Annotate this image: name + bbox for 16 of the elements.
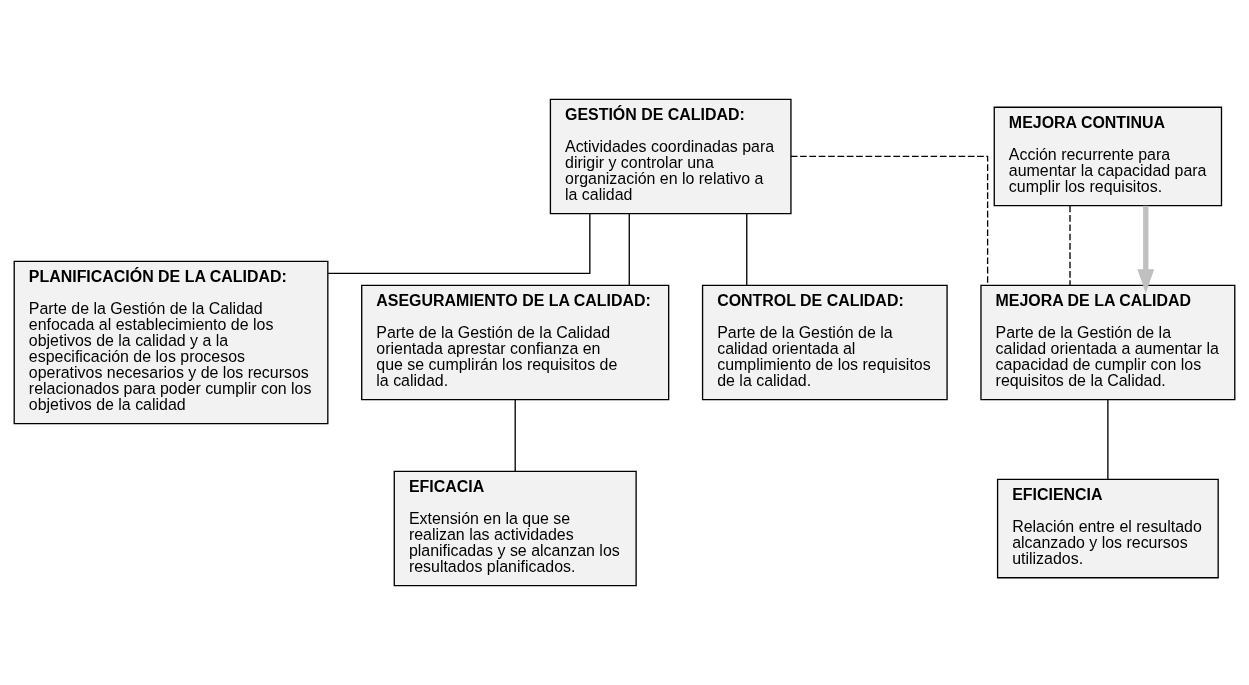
node-box: EFICACIA Extensión en la que se realizan las actividades planificadas y se alcanzan los resultados planificados. (393, 470, 637, 587)
connector (628, 213, 630, 286)
arrow (1137, 205, 1155, 294)
connector (514, 399, 516, 472)
connector (1069, 205, 1071, 286)
node-box: GESTIÓN DE CALIDAD: Actividades coordinadas para dirigir y controlar una organización en lo relativo a la calidad (549, 98, 792, 215)
node-box: CONTROL DE CALIDAD: Parte de la Gestión de la calidad orientada al cumplimiento de los requisitos de la calidad. (701, 284, 948, 401)
node-box: ASEGURAMIENTO DE LA CALIDAD: Parte de la Gestión de la Calidad orientada aprestar confianza en que se cumplirán los requisitos de la calidad. (361, 284, 670, 401)
node-box: MEJORA CONTINUA Acción recurrente para aumentar la capacidad para cumplir los requisitos. (993, 106, 1223, 207)
node-box: PLANIFICACIÓN DE LA CALIDAD: Parte de la Gestión de la Calidad enfocada al establecimiento de los objetivos de la calidad y a la especificación de los procesos operativos necesarios y de los recursos relacionados para poder cumplir con los objetivos de la calidad (13, 260, 329, 425)
connector (1107, 399, 1109, 480)
node-box: EFICIENCIA Relación entre el resultado alcanzado y los recursos utilizados. (996, 478, 1219, 579)
connector (327, 213, 591, 275)
connector (746, 213, 748, 286)
connector (790, 155, 989, 286)
node-box: MEJORA DE LA CALIDAD Parte de la Gestión de la calidad orientada a aumentar la capacidad de cumplir con los requisitos de la Calidad. (980, 284, 1236, 401)
